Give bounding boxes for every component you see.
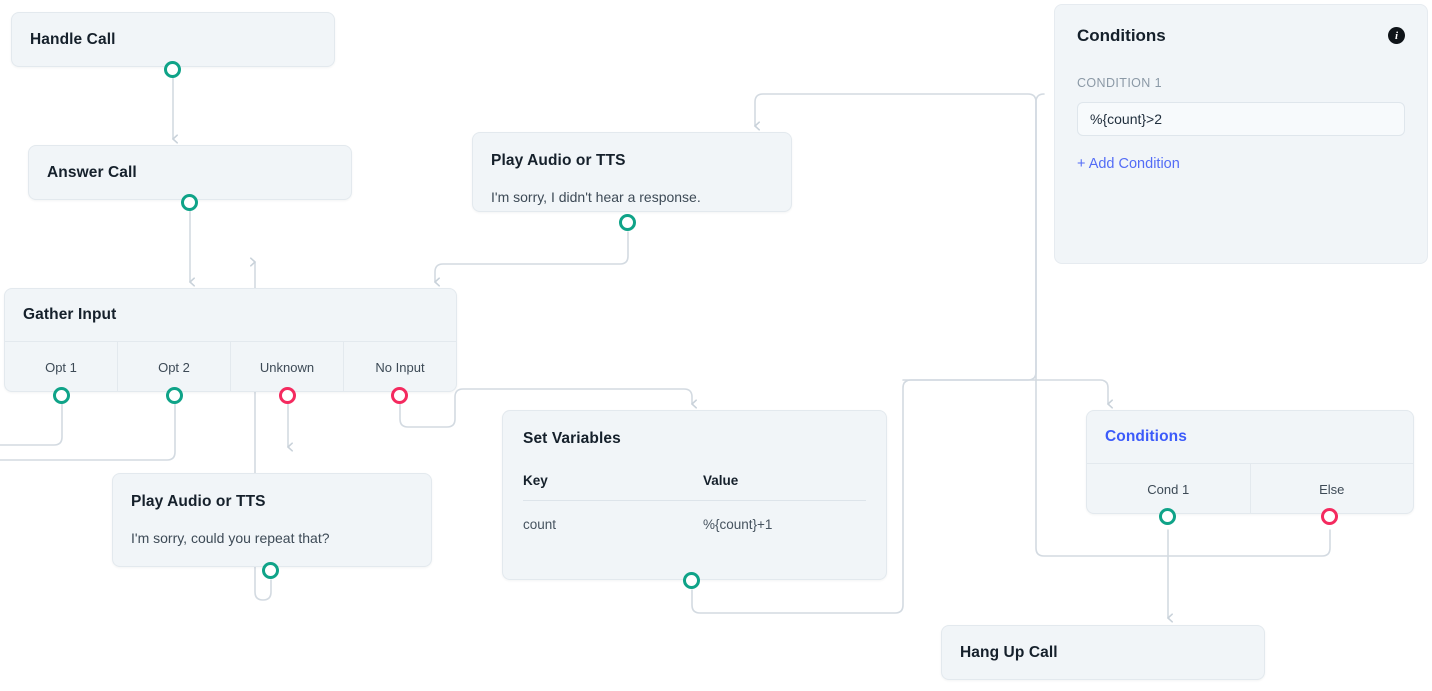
table-divider — [523, 499, 866, 501]
table-header: Key Value — [523, 473, 866, 500]
add-condition-button[interactable]: + Add Condition — [1077, 156, 1180, 172]
cell-key: count — [523, 516, 557, 532]
node-title: Conditions — [1105, 428, 1187, 446]
node-answer-call[interactable]: Answer Call — [28, 145, 352, 200]
column-header-key: Key — [523, 472, 548, 488]
port-label-no-input[interactable]: No Input — [343, 342, 456, 391]
node-title: Play Audio or TTS — [131, 493, 266, 510]
port-handle-call-out[interactable] — [164, 61, 181, 78]
table-row[interactable]: count %{count}+1 — [523, 501, 866, 532]
port-gather-opt-1[interactable] — [53, 387, 70, 404]
node-title: Set Variables — [523, 430, 621, 447]
node-play-audio-repeat[interactable]: Play Audio or TTS I'm sorry, could you r… — [112, 473, 432, 567]
panel-header: Conditions i — [1077, 27, 1405, 44]
info-icon[interactable]: i — [1388, 27, 1405, 44]
edge-opt2-out — [0, 399, 176, 461]
port-label-opt-2[interactable]: Opt 2 — [117, 342, 230, 391]
port-gather-unknown[interactable] — [279, 387, 296, 404]
port-label-opt-1[interactable]: Opt 1 — [45, 359, 77, 375]
port-label-unknown[interactable]: Unknown — [230, 342, 343, 391]
node-title: Hang Up Call — [960, 643, 1058, 661]
port-label-else[interactable]: Else — [1249, 464, 1414, 513]
node-play-audio-no-response[interactable]: Play Audio or TTS I'm sorry, I didn't he… — [472, 132, 792, 212]
port-set-variables-out[interactable] — [683, 572, 700, 589]
node-set-variables[interactable]: Set Variables Key Value count %{count}+1 — [502, 410, 887, 580]
port-play-audio-repeat-out[interactable] — [262, 562, 279, 579]
edge-opt1-out — [0, 399, 63, 446]
page-title: Conditions — [1077, 26, 1166, 45]
node-title: Answer Call — [47, 163, 137, 181]
node-handle-call[interactable]: Handle Call — [11, 12, 335, 67]
condition-1-label: CONDITION 1 — [1077, 76, 1162, 90]
node-header: Gather Input — [5, 289, 456, 341]
port-label-cond-1[interactable]: Cond 1 — [1147, 481, 1190, 497]
port-play-audio-no-response-out[interactable] — [619, 214, 636, 231]
conditions-properties-panel[interactable]: Conditions i CONDITION 1 %{count}>2 + Ad… — [1054, 4, 1428, 264]
edge-play-noresp-to-gather — [434, 231, 629, 287]
node-title: Handle Call — [30, 30, 116, 48]
node-title: Gather Input — [23, 306, 117, 324]
node-hang-up-call[interactable]: Hang Up Call — [941, 625, 1265, 680]
port-gather-no-input[interactable] — [391, 387, 408, 404]
port-conditions-cond-1[interactable] — [1159, 508, 1176, 525]
port-gather-opt-2[interactable] — [166, 387, 183, 404]
port-answer-call-out[interactable] — [181, 194, 198, 211]
node-message: I'm sorry, I didn't hear a response. — [491, 188, 701, 205]
node-gather-input[interactable]: Gather Input Opt 1 Opt 2 Unknown No Inpu… — [4, 288, 457, 392]
node-message: I'm sorry, could you repeat that? — [131, 529, 330, 546]
edge-setvars-to-conditions — [902, 379, 1113, 409]
node-header: Conditions — [1087, 411, 1413, 463]
node-title: Play Audio or TTS — [491, 152, 626, 169]
node-conditions[interactable]: Conditions Cond 1 Else — [1086, 410, 1414, 514]
port-conditions-else[interactable] — [1321, 508, 1338, 525]
cell-value: %{count}+1 — [703, 516, 773, 532]
column-header-value: Value — [703, 472, 739, 488]
condition-1-input[interactable]: %{count}>2 — [1077, 102, 1405, 136]
